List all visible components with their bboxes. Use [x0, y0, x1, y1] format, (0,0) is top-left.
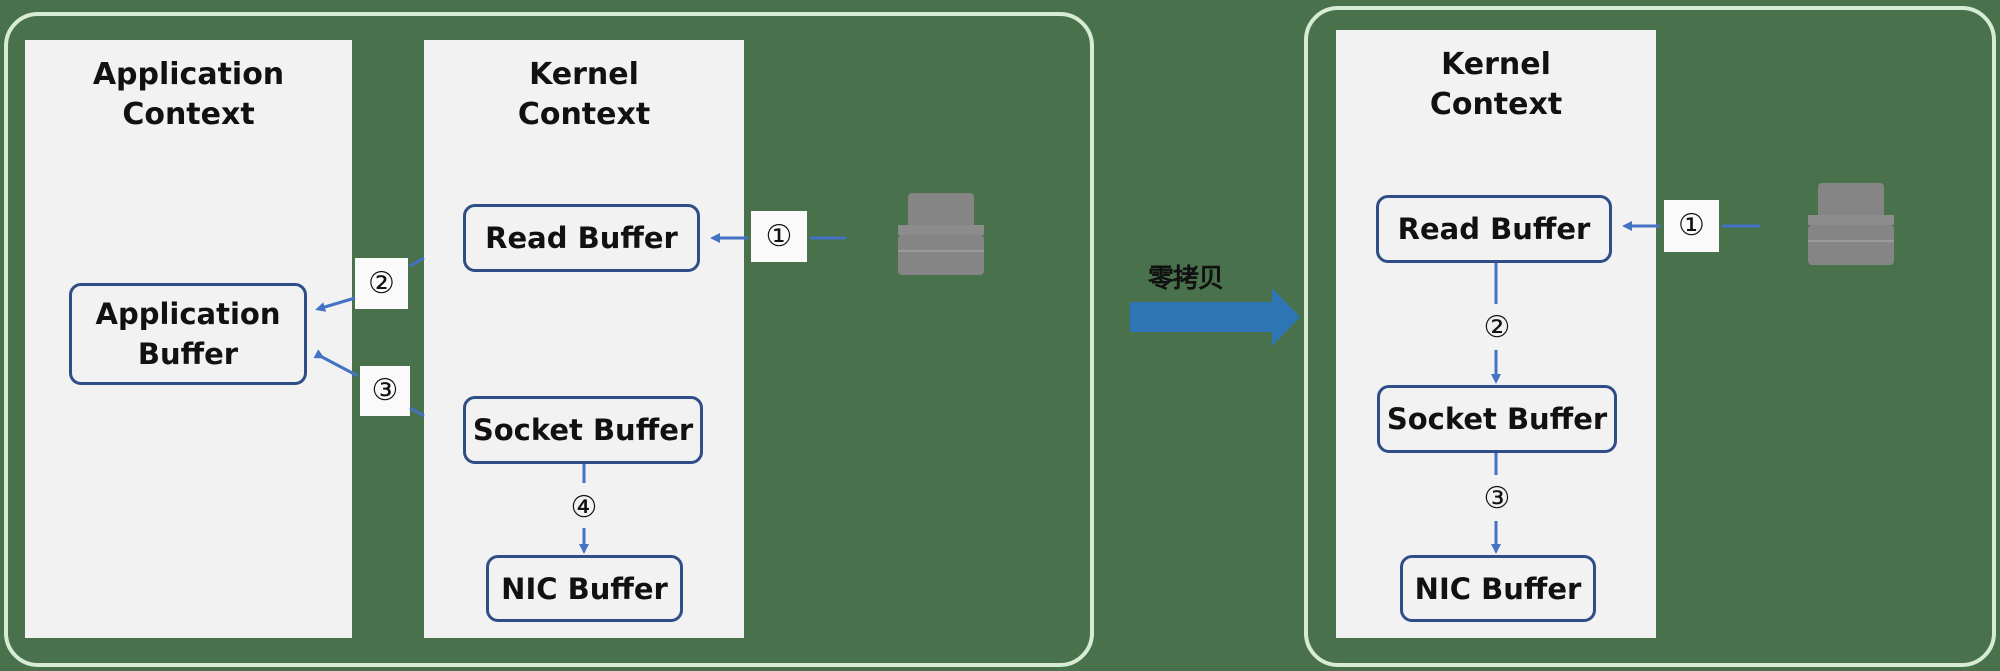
- application-buffer-line2: Buffer: [137, 337, 239, 371]
- nic-buffer-left: NIC Buffer: [486, 555, 683, 622]
- transition-arrow: [1130, 288, 1300, 346]
- traditional-copy-frame: [4, 12, 1094, 667]
- step-3-right: ③: [1483, 481, 1511, 516]
- kernel-context-title-left: Kernel Context: [424, 55, 744, 135]
- arrow-step3-to-socket: [409, 406, 425, 418]
- socket-buffer-right-label: Socket Buffer: [1386, 402, 1608, 436]
- read-buffer-left-label: Read Buffer: [485, 221, 678, 255]
- step-4-left: ④: [570, 490, 598, 525]
- application-buffer-line1: Application: [95, 297, 281, 331]
- application-context-title: Application Context: [25, 55, 352, 135]
- kernel-context-title-left-line1: Kernel: [529, 57, 639, 92]
- nic-buffer-right-label: NIC Buffer: [1414, 571, 1582, 606]
- step-2-left: ②: [355, 258, 408, 309]
- nic-buffer-left-label: NIC Buffer: [501, 571, 668, 606]
- zero-copy-label: 零拷贝: [1148, 264, 1224, 294]
- read-buffer-right-label: Read Buffer: [1397, 212, 1591, 246]
- kernel-context-title-right-line1: Kernel: [1441, 47, 1551, 82]
- disk-icon: [898, 193, 984, 275]
- application-context-title-line2: Context: [122, 97, 255, 132]
- read-buffer-right: Read Buffer: [1376, 195, 1612, 263]
- nic-buffer-right: NIC Buffer: [1400, 555, 1596, 622]
- socket-buffer-left-label: Socket Buffer: [472, 413, 694, 447]
- application-buffer: Application Buffer: [69, 283, 307, 385]
- read-buffer-left: Read Buffer: [463, 204, 700, 272]
- socket-buffer-left: Socket Buffer: [463, 396, 703, 464]
- disk-icon: [1808, 183, 1894, 265]
- application-context-title-line1: Application: [92, 57, 285, 92]
- arrow-app-to-step3: [313, 349, 359, 378]
- kernel-context-title-left-line2: Context: [517, 97, 651, 132]
- step-2-right: ②: [1483, 310, 1511, 345]
- step-1-right: ①: [1664, 200, 1719, 252]
- arrow-read-to-step2: [409, 256, 425, 268]
- socket-buffer-right: Socket Buffer: [1377, 385, 1617, 453]
- kernel-context-title-right-line2: Context: [1429, 87, 1563, 122]
- kernel-context-title-right: Kernel Context: [1336, 45, 1656, 125]
- step-1-left: ①: [751, 211, 807, 262]
- arrow-step2-to-app: [315, 296, 356, 312]
- step-3-left: ③: [360, 366, 410, 416]
- zero-copy-frame: [1304, 6, 1996, 667]
